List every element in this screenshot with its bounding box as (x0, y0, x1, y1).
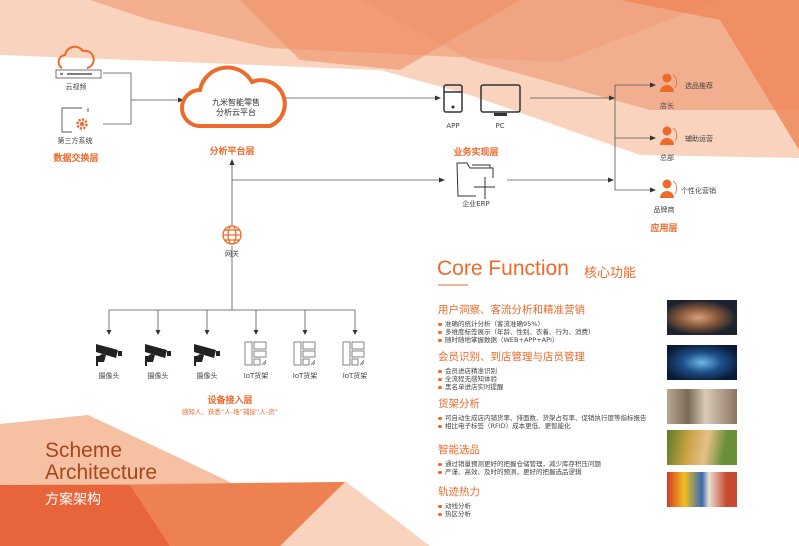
product-selection-photo (667, 430, 737, 465)
cloud-video-label: 云视频 (65, 83, 87, 91)
list-item: 严谨、高效、及时的预测，更好的把握选品逻辑 (438, 468, 663, 476)
section-title: 智能选品 (438, 444, 480, 456)
list-item: 热区分析 (438, 510, 663, 518)
data-exchange-layer: 数据交换层 (53, 154, 99, 164)
core-section: 会员识别、到店管理与店员管理 会员进店精准识别全流程无感知体验黑名单进店实时提醒 (438, 349, 663, 391)
app-phone-icon (443, 84, 463, 113)
section-title: 会员识别、到店管理与店员管理 (438, 351, 585, 363)
scheme-title-line2: Architecture (45, 461, 158, 484)
analysis-platform-layer: 分析平台层 (209, 147, 255, 157)
scheme-title-line1: Scheme (45, 439, 123, 462)
section-title: 货架分析 (438, 398, 480, 410)
platform-cloud-icon (180, 65, 287, 128)
device-layer: 设备接入层 (207, 396, 253, 406)
person-icons (660, 73, 678, 198)
core-section: 货架分析 可自动生成店内铺货率、排面数、货架占有率、促销执行度等指标报告相比电子… (438, 396, 653, 430)
core-section: 轨迹热力 动线分析热区分析 (438, 484, 663, 518)
list-item: 准确的统计分析（客流准确95%） (438, 320, 663, 328)
face-analysis-photo (667, 300, 737, 335)
core-function-title: Core Function (437, 257, 569, 280)
list-item: 随时随地掌握数据（WEB+APP+API） (438, 336, 663, 344)
device-label: 摄像头 (147, 372, 169, 380)
list-item: 动线分析 (438, 502, 663, 510)
third-party-label: 第三方系统 (57, 137, 93, 145)
pc-monitor-icon (480, 84, 521, 116)
app-label: APP (446, 122, 460, 130)
list-item: 可自动生成店内铺货率、排面数、货架占有率、促销执行度等指标报告 (438, 414, 653, 422)
iot-shelf-icons (244, 341, 365, 366)
role-label: 总部 (660, 154, 674, 162)
gateway-label: 网关 (225, 250, 239, 258)
device-label: IoT货架 (292, 372, 318, 380)
section-title: 用户洞察、客流分析和精准营销 (438, 304, 585, 316)
list-item: 会员进店精准识别 (438, 367, 663, 375)
role-label: 店长 (660, 102, 674, 110)
erp-folder-icon (456, 162, 495, 199)
list-item: 多维度标签展示（年龄、性别、衣着、行为、消费） (438, 328, 663, 336)
device-label: IoT货架 (342, 372, 368, 380)
platform-cloud-line2: 分析云平台 (216, 108, 256, 117)
list-item: 黑名单进店实时提醒 (438, 383, 663, 391)
business-layer: 业务实现层 (453, 148, 499, 158)
device-label: IoT货架 (243, 372, 269, 380)
list-item: 全流程无感知体验 (438, 375, 663, 383)
platform-cloud-line1: 九米智能零售 (212, 98, 260, 107)
function-label: 选品推荐 (685, 82, 713, 90)
cloud-video-icon (55, 45, 102, 79)
erp-label: 企业ERP (462, 200, 490, 208)
shelf-photo (667, 389, 737, 424)
function-label: 个性化营销 (681, 187, 716, 195)
role-label: 品牌商 (653, 206, 675, 214)
core-section: 用户洞察、客流分析和精准营销 准确的统计分析（客流准确95%）多维度标签展示（年… (438, 302, 663, 344)
camera-icons (96, 344, 220, 366)
core-section: 智能选品 通过销量预测更好的把握仓储管理，减少库存积压问题严谨、高效、及时的预测… (438, 442, 663, 476)
pc-label: PC (495, 122, 505, 130)
gateway-globe-icon (222, 225, 242, 245)
device-layer-subtitle: 感知人、获悉“人-场”捕捉“人-货” (181, 408, 279, 416)
list-item: 通过销量预测更好的把握仓储管理，减少库存积压问题 (438, 460, 663, 468)
scheme-title-cn: 方案架构 (45, 492, 101, 508)
device-label: 摄像头 (98, 372, 120, 380)
application-layer: 应用层 (650, 224, 678, 234)
member-recognition-photo (667, 345, 737, 380)
function-label: 辅助运营 (685, 135, 713, 143)
third-party-system-icon (61, 107, 89, 133)
core-function-title-cn: 核心功能 (584, 266, 637, 281)
device-label: 摄像头 (196, 372, 218, 380)
section-title: 轨迹热力 (438, 486, 480, 498)
list-item: 相比电子标签（RFID）成本更低、更智能化 (438, 422, 653, 430)
supermarket-aisle-photo (667, 472, 737, 507)
